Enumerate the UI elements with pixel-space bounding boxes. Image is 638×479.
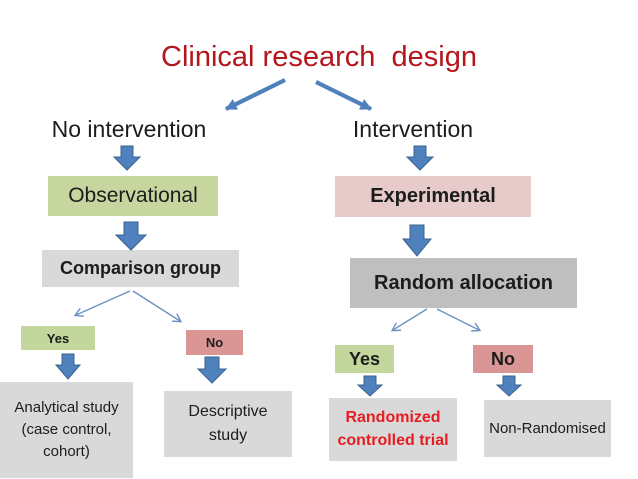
node-no-left: No	[186, 330, 243, 355]
down-arrow-observational-icon	[114, 221, 148, 251]
arrow-title-to-no-intervention-icon	[224, 78, 286, 111]
down-arrow-no-right-icon	[495, 375, 523, 397]
down-arrow-no-intervention-icon	[112, 145, 142, 171]
node-no-right: No	[473, 345, 533, 373]
node-non-randomised: Non-Randomised	[484, 400, 611, 457]
node-comparison-group: Comparison group	[42, 250, 239, 287]
down-arrow-experimental-icon	[401, 224, 433, 257]
node-randomized-controlled-trial: Randomized controlled trial	[329, 398, 457, 461]
node-yes-left: Yes	[21, 326, 95, 350]
slide-title: Clinical research design	[161, 41, 477, 73]
label-intervention: Intervention	[352, 116, 474, 142]
node-experimental: Experimental	[335, 176, 531, 217]
down-arrow-yes-left-icon	[54, 353, 82, 380]
node-random-allocation: Random allocation	[350, 258, 577, 308]
down-arrow-intervention-icon	[405, 145, 435, 171]
node-analytical-study: Analytical study (case control, cohort)	[0, 382, 133, 478]
arrow-comparison-to-yes-icon	[73, 290, 131, 318]
node-yes-right: Yes	[335, 345, 394, 373]
node-descriptive-study: Descriptive study	[164, 391, 292, 457]
arrow-random-to-yes-icon	[390, 308, 428, 332]
label-no-intervention: No intervention	[51, 116, 207, 142]
arrow-random-to-no-icon	[436, 308, 482, 332]
node-observational: Observational	[48, 176, 218, 216]
arrow-title-to-intervention-icon	[315, 80, 373, 111]
down-arrow-yes-right-icon	[356, 375, 384, 397]
arrow-comparison-to-no-icon	[132, 290, 183, 323]
down-arrow-no-left-icon	[196, 356, 228, 384]
